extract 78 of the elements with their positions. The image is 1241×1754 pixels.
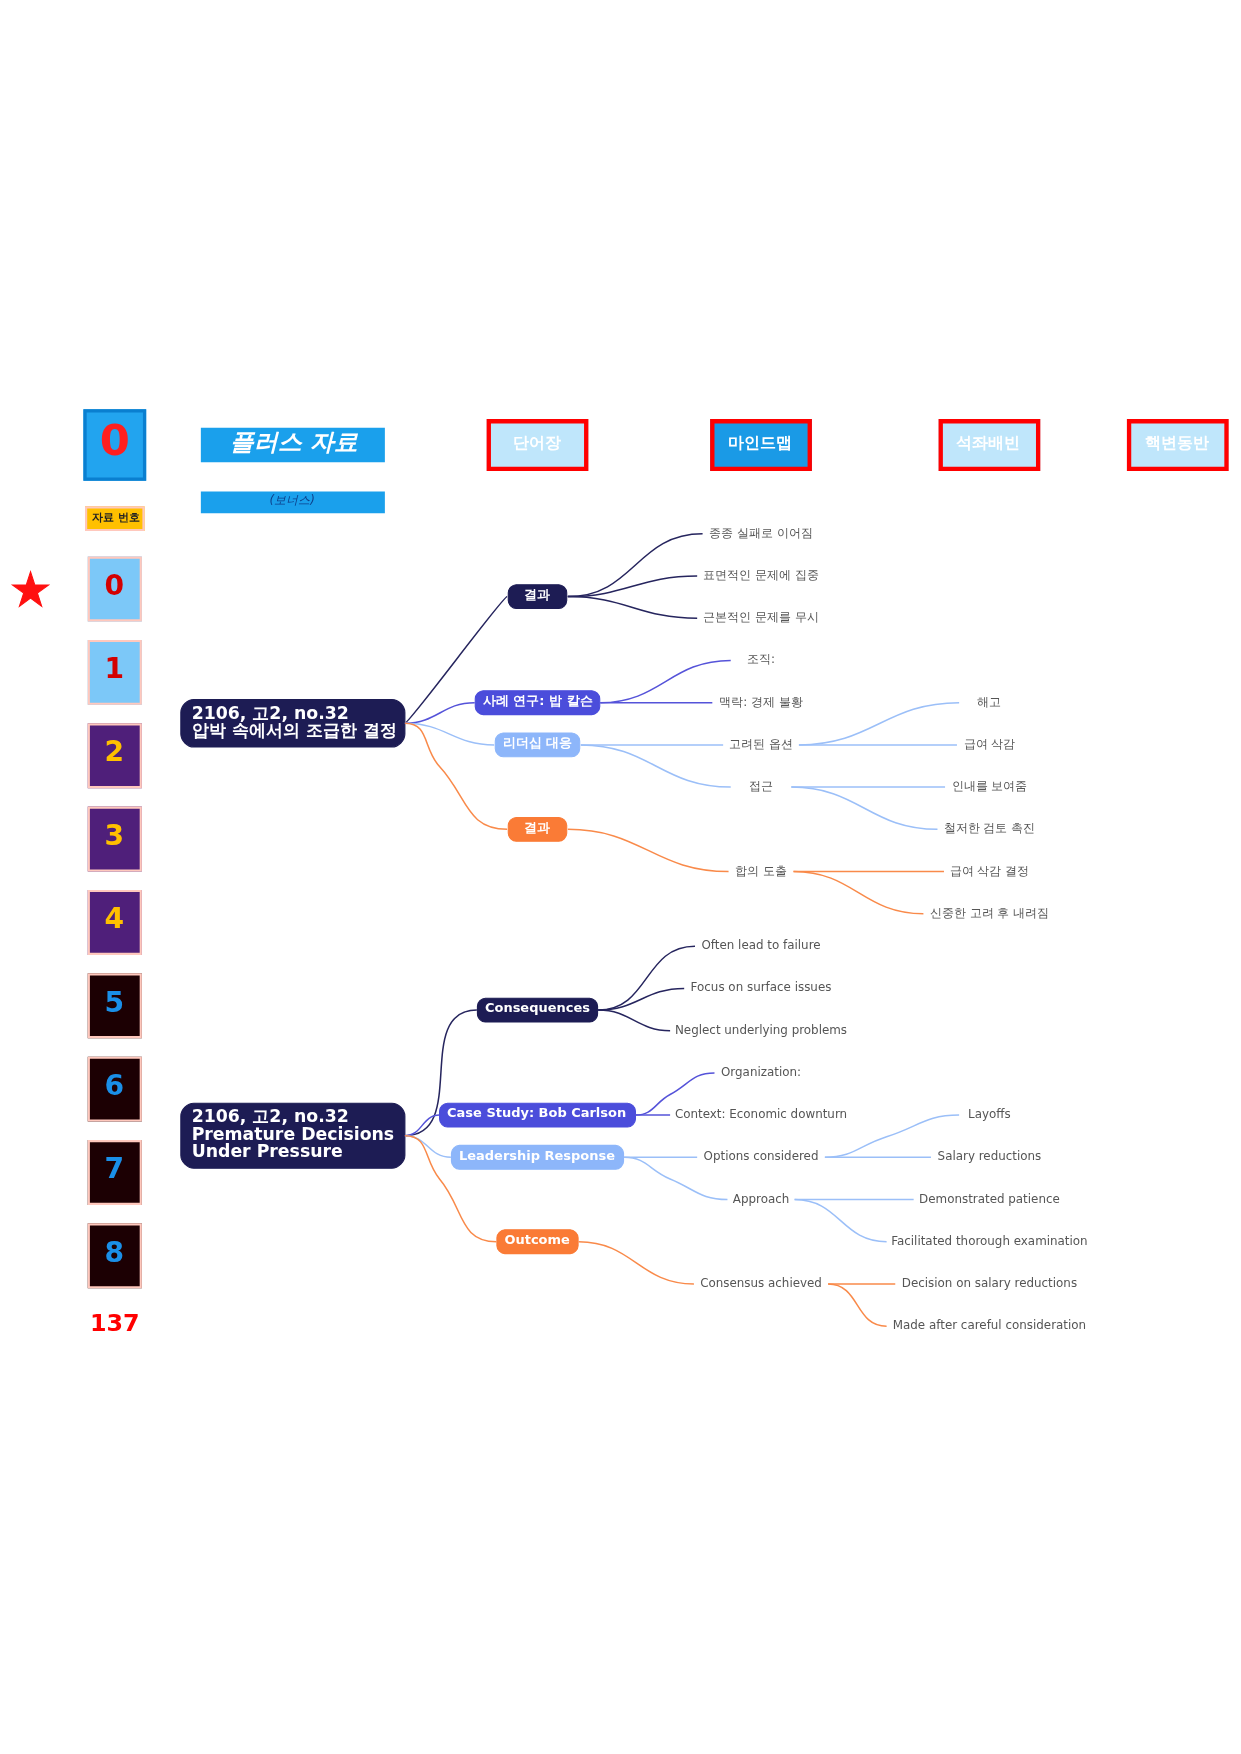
connector [599, 659, 732, 703]
node-text: Focus on surface issues [690, 979, 832, 994]
node-text: 해고 [977, 694, 1002, 709]
connector [623, 1156, 729, 1200]
label: 핵변동반 [1144, 432, 1209, 452]
node-text: Demonstrated patience [919, 1191, 1060, 1206]
connector [404, 595, 508, 724]
node-text: 합의 도출 [735, 863, 787, 878]
connector [798, 701, 960, 746]
node-text: Approach [732, 1191, 790, 1206]
connector [824, 1156, 932, 1158]
connector [580, 743, 732, 788]
connector [824, 1113, 960, 1158]
node-text: Layoffs [968, 1106, 1011, 1121]
connector [404, 701, 476, 724]
connector [567, 828, 730, 872]
node-text: 인내를 보여줌 [951, 778, 1028, 793]
node-text: 신중한 고려 후 내려짐 [929, 905, 1050, 920]
connector [404, 722, 508, 830]
connector [634, 1071, 716, 1116]
node-text: Neglect underlying problems [674, 1022, 848, 1037]
node-text: Organization: [721, 1064, 802, 1079]
node-box: 2106, 고2, no.32 Premature Decisions Under Pressure [180, 1102, 406, 1169]
connector [597, 1008, 671, 1031]
node-star [10, 569, 51, 608]
node-text: 종종 실패로 이어짐 [709, 525, 813, 540]
connector [827, 1282, 888, 1327]
label: 137 [89, 1308, 140, 1337]
connector [599, 701, 714, 703]
label: 마인드맵 [728, 432, 793, 452]
node-box: Case Study: Bob Carlson [439, 1102, 636, 1128]
node-box: Consequences [476, 997, 599, 1023]
node-box: 사례 연구: 밥 칼슨 [474, 689, 601, 715]
connector [793, 1198, 888, 1242]
label: 4 [104, 901, 125, 935]
node-text: Facilitated thorough examination [891, 1233, 1088, 1248]
label: 0 [104, 568, 125, 602]
connector [790, 785, 939, 830]
label: 3 [104, 818, 125, 852]
label: 6 [104, 1068, 125, 1102]
connector [567, 595, 698, 619]
label: 2 [104, 734, 125, 768]
node-text: 급여 삭감 결정 [949, 863, 1030, 878]
label: 플러스 자료 [230, 427, 359, 456]
node-text: 철저한 검토 촉진 [943, 820, 1036, 835]
connector [792, 870, 925, 914]
node-box: Leadership Response [450, 1144, 625, 1170]
node-box: 리더십 대응 [494, 731, 581, 757]
node-text: Made after careful consideration [892, 1317, 1087, 1332]
connector [577, 1240, 695, 1285]
node-text: Decision on salary reductions [901, 1275, 1078, 1290]
node-text: Salary reductions [937, 1148, 1042, 1163]
label: 5 [104, 985, 125, 1019]
node-text: 접근 [749, 778, 774, 793]
label: (보너스) [269, 492, 315, 507]
node-text: 조직: [747, 651, 776, 666]
node-text: 근본적인 문제를 무시 [703, 609, 819, 624]
label: 석좌배빈 [956, 432, 1021, 452]
node-text: 고려된 옵션 [729, 736, 793, 751]
node-text: 표면적인 문제에 집중 [703, 567, 819, 582]
node-text: Often lead to failure [701, 937, 821, 952]
node-text: 급여 삭감 [963, 736, 1016, 751]
label: 8 [104, 1235, 125, 1269]
node-text: 맥락: 경제 불황 [719, 694, 803, 709]
node-box: 2106, 고2, no.32 압박 속에서의 조급한 결정 [180, 698, 406, 748]
connector [634, 1113, 671, 1116]
node-text: Consensus achieved [700, 1275, 822, 1290]
node-text: Context: Economic downturn [674, 1106, 848, 1121]
node-text: Options considered [703, 1148, 819, 1163]
connector [798, 743, 958, 746]
node-box: Outcome [496, 1228, 579, 1254]
label: 1 [104, 651, 125, 685]
label: 단어장 [512, 432, 561, 452]
node-box: 결과 [507, 816, 568, 842]
label: 7 [104, 1151, 125, 1185]
label: 자료 번호 [92, 510, 140, 524]
node-box: 결과 [507, 583, 568, 609]
label: 0 [99, 414, 130, 465]
